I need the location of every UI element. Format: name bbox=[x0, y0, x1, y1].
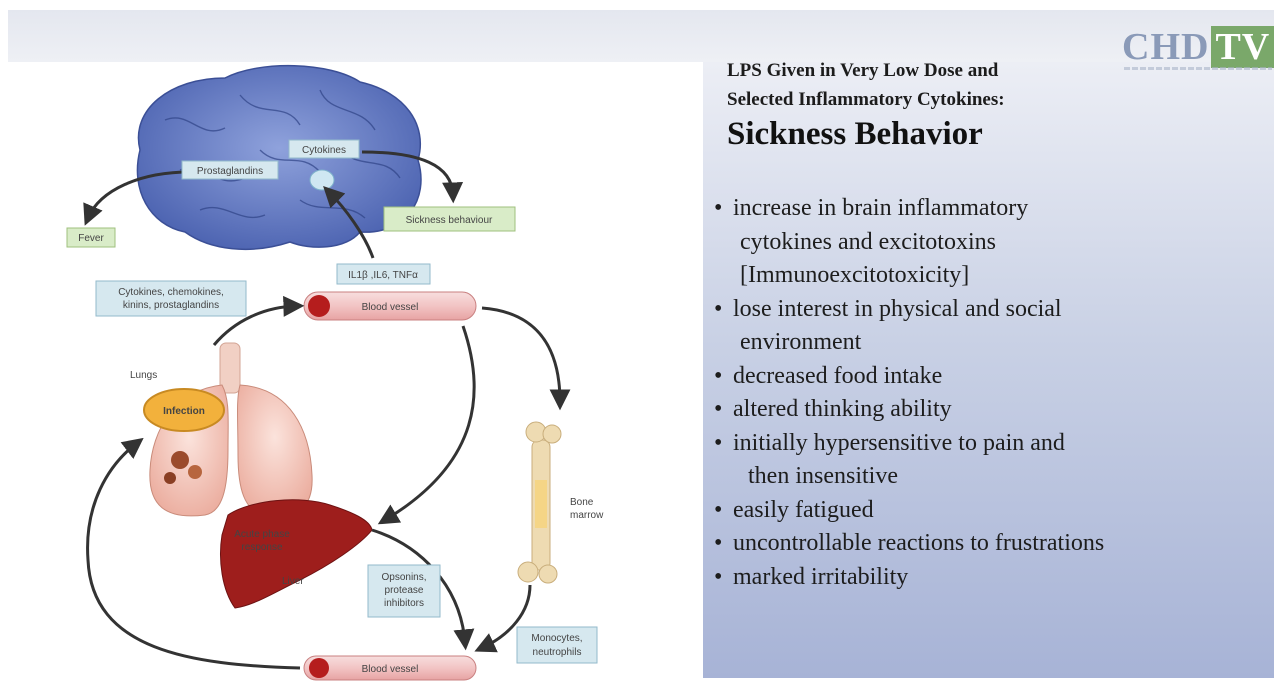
arrow-to-fever bbox=[83, 170, 191, 226]
lungs-label: Lungs bbox=[130, 370, 157, 381]
monocytes-label-1: Monocytes, bbox=[531, 633, 582, 644]
cytokine-types-box bbox=[336, 263, 431, 285]
bullet-text: uncontrollable reactions to frustrations bbox=[733, 530, 1105, 556]
bone-marrow-label-2: marrow bbox=[570, 510, 604, 521]
blood-vessel-top-label: Blood vessel bbox=[362, 302, 419, 313]
fever-box bbox=[66, 227, 116, 248]
blood-vessel-bottom-label: Blood vessel bbox=[362, 664, 419, 675]
bullet-continuation: cytokines and excitotoxins bbox=[740, 228, 996, 255]
mediators-label-1: Cytokines, chemokines, bbox=[118, 287, 224, 298]
sickness-behaviour-label: Sickness behaviour bbox=[406, 215, 493, 226]
subtitle-line-2: Selected Inflammatory Cytokines: bbox=[727, 89, 1005, 110]
blood-vessel-bottom bbox=[303, 655, 477, 681]
infection-badge bbox=[143, 388, 225, 432]
bone-illustration bbox=[517, 421, 562, 584]
liver-label: Liver bbox=[282, 576, 304, 587]
monocytes-label-2: neutrophils bbox=[533, 647, 582, 658]
cytokine-types-label: IL1β ,IL6, TNFα bbox=[348, 270, 418, 281]
bone-marrow-label-1: Bone bbox=[570, 497, 594, 508]
logo-tv: TV bbox=[1211, 26, 1275, 68]
prostaglandins-box bbox=[181, 160, 279, 180]
arrow-lungs-to-vessel bbox=[212, 295, 305, 346]
bullet-text: easily fatigued bbox=[733, 496, 874, 523]
mediators-box bbox=[95, 280, 247, 317]
bullet-item: •decreased food intake bbox=[714, 360, 1269, 394]
opsonins-box bbox=[367, 564, 441, 618]
arrow-to-brain bbox=[323, 186, 375, 259]
arrow-to-sickness bbox=[361, 150, 464, 204]
opsonins-label-3: inhibitors bbox=[384, 598, 424, 609]
arrow-bone-to-vessel bbox=[474, 584, 532, 653]
bullet-text: lose interest in physical and social bbox=[733, 295, 1062, 322]
infection-label: Infection bbox=[163, 406, 205, 417]
sickness-behaviour-box bbox=[383, 206, 516, 232]
brain-illustration bbox=[136, 64, 422, 251]
slide-top-band bbox=[8, 10, 1274, 62]
bullet-continuation: environment bbox=[740, 329, 862, 355]
subtitle-line-1: LPS Given in Very Low Dose and bbox=[727, 60, 999, 81]
bullet-text: marked irritability bbox=[733, 563, 909, 590]
opsonins-label-2: protease bbox=[385, 585, 424, 596]
acute-phase-label-2: response bbox=[241, 542, 283, 553]
bullet-item: •uncontrollable reactions to frustration… bbox=[714, 527, 1269, 561]
arrow-vessel-to-lungs bbox=[86, 437, 301, 670]
acute-phase-label-1: Acute phase bbox=[234, 529, 290, 540]
bullet-continuation: then insensitive bbox=[748, 463, 898, 489]
cytokines-label: Cytokines bbox=[302, 145, 346, 156]
prostaglandins-label: Prostaglandins bbox=[197, 166, 263, 177]
liver-illustration bbox=[220, 499, 373, 609]
bullet-item: •altered thinking ability bbox=[714, 393, 1269, 427]
cytokines-box bbox=[288, 139, 360, 159]
bullet-item: •initially hypersensitive to pain and bbox=[714, 427, 1269, 461]
mediators-label-2: kinins, prostaglandins bbox=[123, 300, 219, 311]
slide-title: Sickness Behavior bbox=[727, 116, 983, 152]
bullet-list: •increase in brain inflammatory cytokine… bbox=[714, 192, 1269, 594]
fever-label: Fever bbox=[78, 233, 104, 244]
bullet-continuation: [Immunoexcitotoxicity] bbox=[740, 262, 970, 288]
arrow-vessel-to-bone bbox=[481, 306, 571, 411]
logo-chd: CHD bbox=[1122, 26, 1210, 68]
bullet-text: decreased food intake bbox=[733, 362, 943, 389]
monocytes-box bbox=[516, 626, 598, 664]
slide-subtitle: LPS Given in Very Low Dose and Selected … bbox=[727, 56, 1127, 114]
opsonins-label-1: Opsonins, bbox=[381, 572, 426, 583]
bullet-item: •easily fatigued bbox=[714, 494, 1269, 528]
bullet-text: altered thinking ability bbox=[733, 396, 952, 422]
bullet-text: initially hypersensitive to pain and bbox=[733, 429, 1065, 456]
bullet-item: •increase in brain inflammatory bbox=[714, 192, 1269, 226]
arrow-vessel-to-liver bbox=[377, 325, 476, 525]
text-panel bbox=[703, 62, 1274, 678]
bullet-item: •marked irritability bbox=[714, 561, 1269, 595]
logo-tagline-decoration bbox=[1124, 67, 1272, 70]
bullet-text: increase in brain inflammatory bbox=[733, 195, 1029, 221]
bullet-item: •lose interest in physical and social bbox=[714, 293, 1269, 327]
